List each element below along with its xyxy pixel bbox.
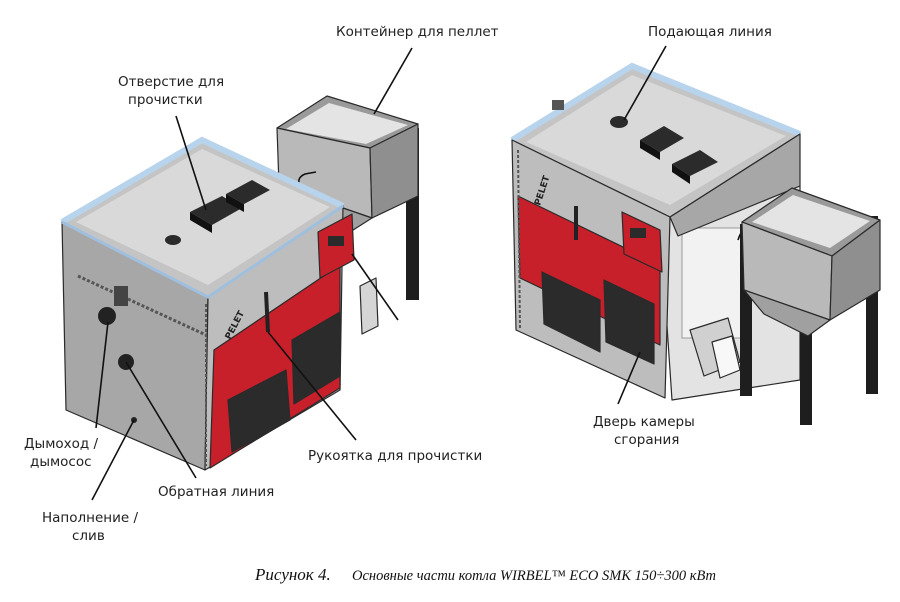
right-pellet-hopper [737,187,881,425]
leader-lines [91,45,667,501]
label-cleaning-hole-line1: Отверстие для [118,74,224,90]
label-supply-line: Подающая линия [648,24,772,40]
right-control-panel [621,211,663,273]
right-cleaning-hatch-1 [640,126,684,152]
label-return-line: Обратная линия [158,484,274,500]
label-combustion-door-line2: сгорания [614,432,679,448]
right-door-right [603,279,655,365]
label-cleaning-hole-line2: прочистки [128,92,203,108]
left-top-port [165,235,181,245]
labels: Контейнер для пеллет Отверстие для прочи… [24,24,772,544]
right-cleaning-hatch-2 [672,150,718,176]
left-cleaning-hatch-2 [226,180,270,204]
label-flue-line1: Дымоход / [24,436,99,452]
right-door-left [541,271,601,353]
label-combustion-door-line1: Дверь камеры [593,414,695,430]
right-boiler: PELET [510,62,881,425]
left-door-lower [227,369,291,453]
caption-prefix: Рисунок 4. [254,565,331,584]
label-flue-line2: дымосос [30,454,92,470]
label-cleaning-handle: Рукоятка для прочистки [308,448,482,464]
caption-text: Основные части котла WIRBEL™ ECO SMK 150… [352,568,716,584]
right-supply-port [610,116,628,128]
figure-caption: Рисунок 4. Основные части котла WIRBEL™ … [254,565,716,584]
left-door-upper [291,311,341,405]
left-flue-pipe [114,286,128,306]
label-pellet-container: Контейнер для пеллет [336,24,499,40]
label-fill-drain-line1: Наполнение / [42,510,138,526]
left-boiler: PELET [60,95,419,471]
label-fill-drain-line2: слив [72,528,105,544]
right-side-face [669,133,801,237]
